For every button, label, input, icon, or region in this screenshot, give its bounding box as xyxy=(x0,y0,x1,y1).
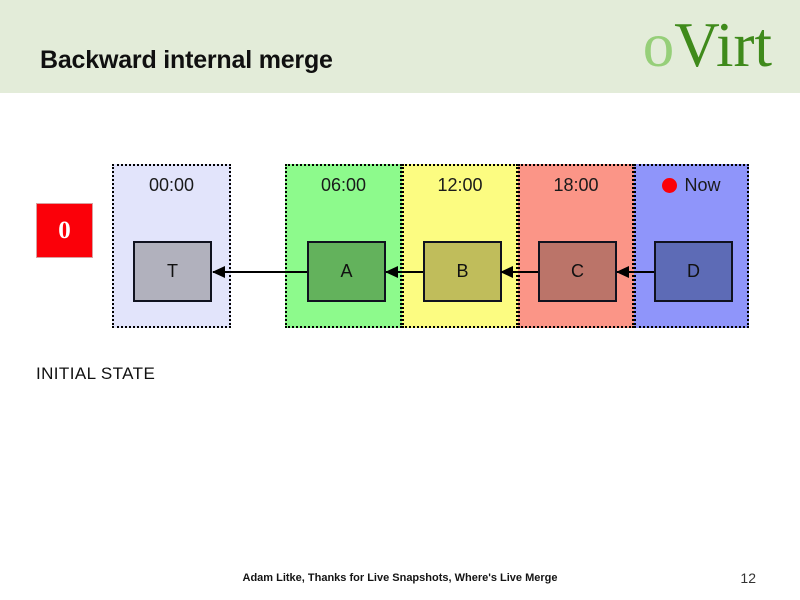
now-marker-icon xyxy=(662,178,678,193)
volume-node-box: B xyxy=(423,241,502,302)
logo-o-letter: o xyxy=(642,10,675,80)
parent-link-arrow-icon xyxy=(500,266,538,278)
timeline-column-label: 00:00 xyxy=(148,175,195,195)
footer-page-number: 12 xyxy=(740,570,756,586)
timeline-column-label: 12:00 xyxy=(437,175,483,195)
volume-node-box: D xyxy=(654,241,733,302)
ovirt-logo: oVirt xyxy=(643,14,772,77)
now-label-text: Now xyxy=(684,175,721,195)
step-counter-badge: 0 xyxy=(36,203,93,258)
volume-node-box: T xyxy=(133,241,212,302)
header-band xyxy=(0,0,800,93)
parent-link-arrow-icon xyxy=(385,266,423,278)
footer-note: Adam Litke, Thanks for Live Snapshots, W… xyxy=(242,572,558,584)
page-title: Backward internal merge xyxy=(40,46,333,74)
volume-node-box: A xyxy=(307,241,386,302)
state-caption: INITIAL STATE xyxy=(36,364,156,383)
parent-link-arrow-icon xyxy=(616,266,654,278)
timeline-column-label: 18:00 xyxy=(553,175,599,195)
timeline-column-label: Now xyxy=(636,175,747,196)
timeline-column-label: 06:00 xyxy=(320,175,367,195)
volume-node-box: C xyxy=(538,241,617,302)
logo-virt-letters: Virt xyxy=(674,10,772,80)
parent-link-arrow-icon xyxy=(212,266,307,278)
